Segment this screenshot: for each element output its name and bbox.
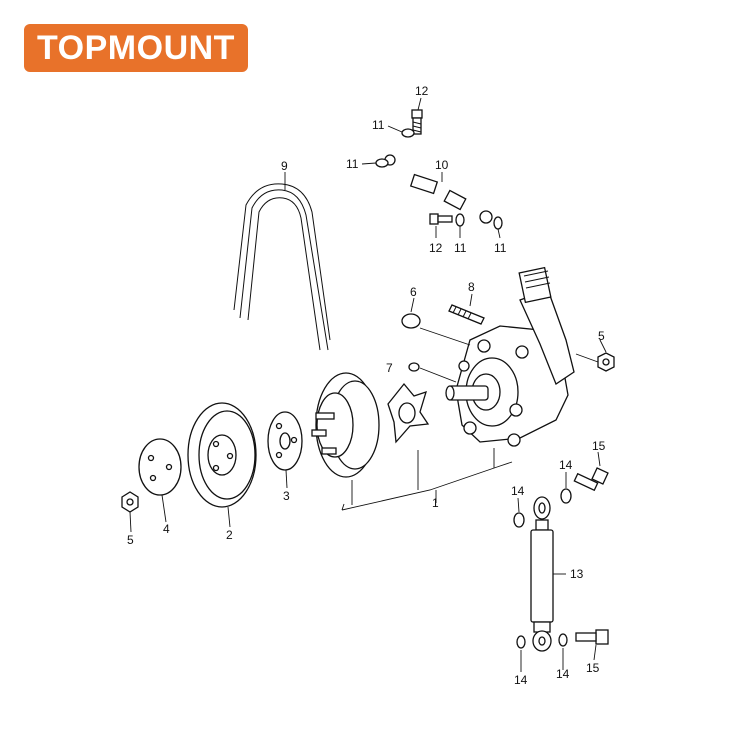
hex-nut-left — [121, 491, 139, 513]
hollow-bolt-lower — [575, 629, 609, 645]
stud-bolt — [448, 304, 485, 325]
callout-14-left: 14 — [511, 484, 525, 498]
banjo-bolt-top — [411, 109, 423, 135]
group-bracket — [341, 448, 513, 511]
callout-15-bottom: 15 — [586, 661, 600, 675]
callout-3: 3 — [283, 489, 290, 503]
callout-13: 13 — [570, 567, 584, 581]
o-ring-large — [401, 313, 421, 329]
banjo-bolt-lower — [429, 213, 453, 225]
sealing-washer-top — [401, 128, 415, 138]
callout-14-bottom-left: 14 — [514, 673, 528, 687]
power-steering-pump — [445, 266, 575, 447]
callout-11-left: 11 — [346, 157, 359, 171]
callout-8: 8 — [468, 280, 475, 294]
callout-4: 4 — [163, 522, 170, 536]
callout-15-top: 15 — [592, 439, 606, 453]
callout-11-lower-2: 11 — [494, 241, 507, 255]
callout-7: 7 — [386, 361, 393, 375]
callout-11-lower-1: 11 — [454, 241, 467, 255]
callout-5-right: 5 — [598, 329, 605, 343]
drive-belt — [233, 183, 331, 351]
o-ring-small — [408, 362, 420, 372]
callout-14-top: 14 — [559, 458, 573, 472]
spacer-disc — [267, 411, 303, 471]
hose-washer-4 — [558, 633, 568, 647]
callout-12-lower: 12 — [429, 241, 443, 255]
callout-11-top: 11 — [372, 118, 385, 132]
callout-10: 10 — [435, 158, 449, 172]
brand-logo: TOPMOUNT — [24, 24, 248, 72]
sealing-washer-left — [375, 158, 389, 168]
hollow-bolt-upper — [573, 467, 609, 492]
outer-disc — [138, 438, 182, 496]
drive-hub — [311, 372, 380, 478]
drive-dog — [387, 382, 430, 444]
callout-14-bottom-right: 14 — [556, 667, 570, 681]
return-hose — [530, 496, 554, 652]
sealing-washer-lower-2 — [493, 216, 503, 230]
pulley — [187, 402, 257, 508]
callout-2: 2 — [226, 528, 233, 542]
sealing-washer-lower-1 — [455, 213, 465, 227]
callout-12-top: 12 — [415, 84, 429, 98]
hex-nut-right — [597, 352, 615, 372]
callout-5-left: 5 — [127, 533, 134, 547]
leader-lines — [129, 97, 607, 672]
callout-9: 9 — [281, 159, 288, 173]
hose-washer-1 — [513, 512, 525, 528]
hose-washer-2 — [560, 488, 572, 504]
hose-washer-3 — [516, 635, 526, 649]
callout-1: 1 — [432, 496, 439, 510]
callout-6: 6 — [410, 285, 417, 299]
